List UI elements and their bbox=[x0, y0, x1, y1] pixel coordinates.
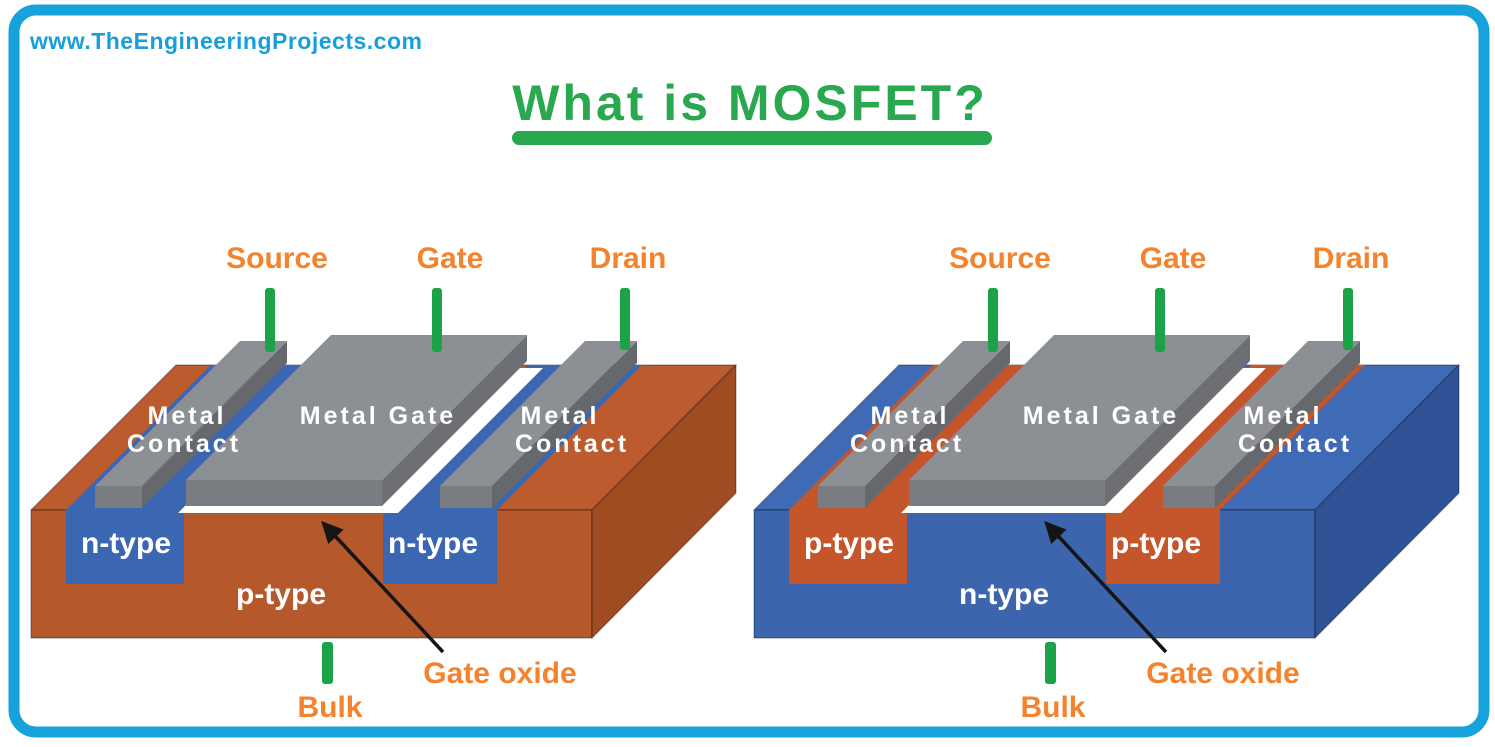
source-label: Source bbox=[949, 242, 1051, 275]
drain-well-front bbox=[1106, 510, 1220, 584]
gate-metal-front-face bbox=[909, 480, 1105, 506]
drain-contact-front-face bbox=[1163, 486, 1215, 508]
metal-contact-left-label-line2: Contact bbox=[850, 430, 964, 458]
page-title: What is MOSFET? bbox=[512, 75, 988, 131]
metal-contact-right-label-line1: Metal bbox=[521, 402, 600, 430]
gate-oxide-arrow bbox=[321, 520, 445, 654]
source-pin bbox=[988, 288, 998, 352]
drain-well-front bbox=[383, 510, 497, 584]
gate-label: Gate bbox=[417, 242, 484, 275]
drain-pin bbox=[1343, 288, 1353, 350]
gate-oxide-label: Gate oxide bbox=[1146, 657, 1299, 690]
source-well-front bbox=[789, 510, 907, 584]
drain-well-label: n-type bbox=[388, 527, 478, 560]
substrate-label: n-type bbox=[959, 578, 1049, 611]
source-well-label: p-type bbox=[804, 527, 894, 560]
gate-metal-side-face bbox=[382, 335, 527, 506]
metal-contact-left-label-line2: Contact bbox=[127, 430, 241, 458]
metal-gate-label: Metal Gate bbox=[300, 402, 456, 430]
drain-well-label: p-type bbox=[1111, 527, 1201, 560]
source-contact-side-face bbox=[865, 341, 1010, 508]
drain-contact-top-face bbox=[1163, 341, 1360, 486]
gate-pin bbox=[432, 288, 442, 352]
source-contact-front-face bbox=[818, 486, 865, 508]
source-well-front bbox=[66, 510, 184, 584]
gate-metal-side-face bbox=[1105, 335, 1250, 506]
gate-metal-top-face bbox=[909, 335, 1250, 480]
pmos-diagram: Metal Contact Metal Gate Metal Contact S… bbox=[753, 242, 1460, 724]
drain-contact-side-face bbox=[492, 341, 637, 508]
gate-oxide-label: Gate oxide bbox=[423, 657, 576, 690]
title-underline bbox=[512, 131, 992, 145]
substrate-side-face bbox=[591, 364, 737, 639]
drain-label: Drain bbox=[590, 242, 667, 275]
source-pin bbox=[265, 288, 275, 352]
source-contact-side-face bbox=[142, 341, 287, 508]
drain-contact-side-face bbox=[1215, 341, 1360, 508]
bulk-pin bbox=[1045, 642, 1056, 684]
substrate-side-face bbox=[1314, 364, 1460, 639]
page-border bbox=[8, 4, 1490, 738]
site-url: www.TheEngineeringProjects.com bbox=[29, 28, 422, 54]
source-label: Source bbox=[226, 242, 328, 275]
drain-pin bbox=[620, 288, 630, 350]
source-contact-top-face bbox=[818, 341, 1010, 486]
source-contact-top-face bbox=[95, 341, 287, 486]
bulk-label: Bulk bbox=[1020, 691, 1085, 724]
metal-contact-right-label-line2: Contact bbox=[515, 430, 629, 458]
metal-contact-right-label-line1: Metal bbox=[1244, 402, 1323, 430]
bulk-label: Bulk bbox=[297, 691, 362, 724]
drain-contact-front-face bbox=[440, 486, 492, 508]
metal-gate-label: Metal Gate bbox=[1023, 402, 1179, 430]
metal-contact-right-label-line2: Contact bbox=[1238, 430, 1352, 458]
drain-contact-top-face bbox=[440, 341, 637, 486]
gate-pin bbox=[1155, 288, 1165, 352]
source-well-label: n-type bbox=[81, 527, 171, 560]
gate-label: Gate bbox=[1140, 242, 1207, 275]
metal-contact-left-label-line1: Metal bbox=[871, 402, 950, 430]
substrate-label: p-type bbox=[236, 578, 326, 611]
source-contact-front-face bbox=[95, 486, 142, 508]
metal-contact-left-label-line1: Metal bbox=[148, 402, 227, 430]
gate-metal-top-face bbox=[186, 335, 527, 480]
gate-oxide-arrow bbox=[1044, 520, 1168, 654]
drain-label: Drain bbox=[1313, 242, 1390, 275]
nmos-diagram: Metal Contact Metal Gate Metal Contact S… bbox=[30, 242, 737, 724]
bulk-pin bbox=[322, 642, 333, 684]
gate-metal-front-face bbox=[186, 480, 382, 506]
